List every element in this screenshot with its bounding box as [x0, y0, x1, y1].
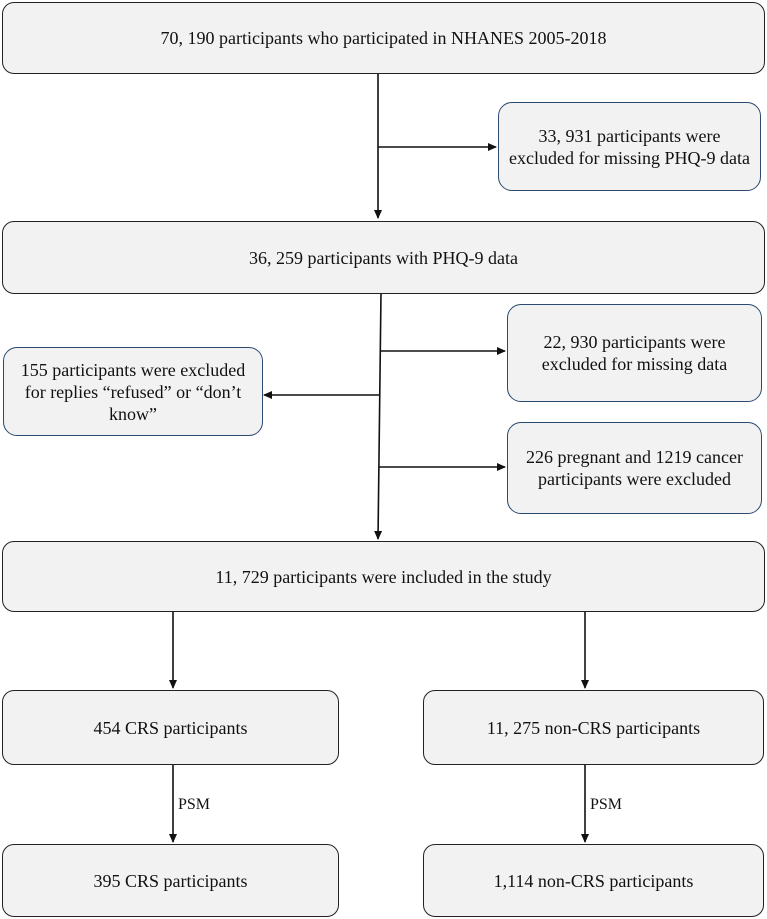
- node-excluded-phq: 33, 931 participants were excluded for m…: [498, 102, 761, 191]
- node-crs-psm-text: 395 CRS participants: [93, 870, 248, 891]
- edge-label-psm-right: PSM: [590, 796, 623, 814]
- node-excluded-phq-text: 33, 931 participants were excluded for m…: [509, 125, 750, 168]
- node-excluded-pregnant-cancer: 226 pregnant and 1219 cancer participant…: [507, 422, 762, 514]
- node-noncrs-psm: 1,114 non-CRS participants: [423, 844, 764, 917]
- node-total-text: 70, 190 participants who participated in…: [160, 28, 607, 48]
- node-noncrs-text: 11, 275 non-CRS participants: [486, 717, 701, 738]
- node-with-phq-text: 36, 259 participants with PHQ-9 data: [249, 247, 518, 268]
- node-noncrs-psm-text: 1,114 non-CRS participants: [493, 870, 694, 891]
- node-with-phq: 36, 259 participants with PHQ-9 data: [2, 221, 765, 294]
- node-excluded-missing: 22, 930 participants were excluded for m…: [507, 304, 762, 402]
- node-crs: 454 CRS participants: [2, 690, 339, 765]
- node-noncrs: 11, 275 non-CRS participants: [423, 690, 764, 765]
- node-excluded-refused: 155 participants were excluded for repli…: [3, 347, 263, 436]
- edge-label-psm-left: PSM: [178, 796, 211, 814]
- node-included-text: 11, 729 participants were included in th…: [215, 566, 552, 587]
- node-crs-psm: 395 CRS participants: [2, 844, 339, 917]
- node-excluded-refused-text: 155 participants were excluded for repli…: [20, 359, 246, 424]
- arrow-phq-to-included: [374, 292, 383, 540]
- node-crs-text: 454 CRS participants: [93, 717, 248, 738]
- node-excluded-pregnant-cancer-text: 226 pregnant and 1219 cancer participant…: [526, 447, 743, 489]
- node-excluded-missing-text: 22, 930 participants were excluded for m…: [541, 332, 728, 374]
- node-included: 11, 729 participants were included in th…: [2, 541, 765, 612]
- node-total: 70, 190 participants who participated in…: [2, 2, 765, 74]
